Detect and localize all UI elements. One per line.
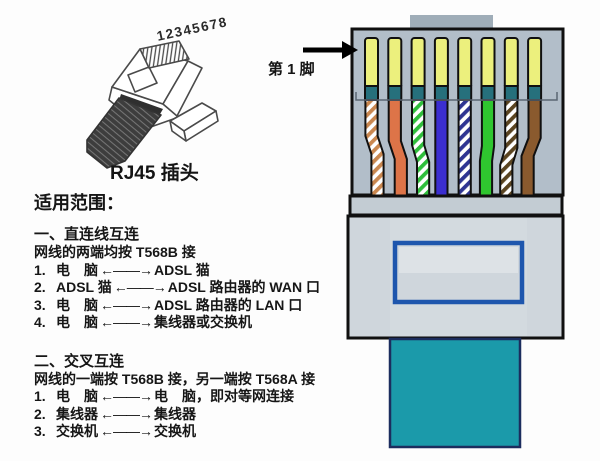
section-heading: 一、直连线互连 — [34, 226, 140, 243]
section-heading: 二、交叉互连 — [34, 352, 125, 370]
pins-and-wires — [364, 37, 543, 197]
wire-blue — [434, 99, 449, 197]
connection-item: 1. 电 脑←——→电 脑，即对等网连接 — [34, 388, 334, 406]
rj45-plug-label: RJ45 插头 — [110, 163, 199, 184]
endpoint-b: ADSL 猫 — [154, 261, 210, 278]
endpoint-a: 集线器 — [56, 405, 98, 422]
endpoint-b: ADSL 路由器的 WAN 口 — [167, 279, 320, 295]
plug-cable — [86, 97, 162, 169]
bidirectional-arrow: ←——→ — [100, 405, 153, 422]
clip-tab — [410, 15, 493, 30]
item-number: 1. — [34, 388, 46, 404]
connection-item: 2. 集线器←——→集线器 — [34, 406, 334, 424]
item-number: 3. — [34, 423, 46, 439]
connection-item: 1. 电 脑←——→ADSL 猫 — [34, 262, 334, 280]
endpoint-a: ADSL 猫 — [56, 279, 112, 295]
endpoint-a: 电 脑 — [56, 388, 98, 404]
item-number: 2. — [34, 279, 46, 295]
connection-item: 3. 交换机←——→交换机 — [34, 423, 334, 441]
rj45-connector-front-view — [303, 15, 565, 449]
item-number: 4. — [34, 314, 46, 330]
contact-4 — [433, 85, 449, 101]
wire-white-blue — [457, 99, 472, 197]
connection-item: 4. 电 脑←——→集线器或交换机 — [34, 314, 334, 332]
bidirectional-arrow: ←——→ — [100, 423, 153, 439]
endpoint-b: 交换机 — [154, 423, 196, 439]
contact-5 — [457, 85, 473, 101]
crossover-section: 二、交叉互连 网线的一端按 T568B 接，另一端按 T568A 接 1. 电 脑… — [34, 353, 334, 441]
endpoint-a: 电 脑 — [56, 296, 98, 313]
pin-1 — [364, 37, 379, 89]
item-number: 3. — [34, 296, 46, 313]
rj45-plug-sketch — [86, 40, 219, 169]
endpoint-a: 电 脑 — [56, 314, 98, 330]
endpoint-b: 电 脑，即对等网连接 — [154, 388, 294, 404]
boot-window-highlight — [399, 247, 518, 273]
endpoint-b: 集线器 — [154, 405, 196, 422]
section-subheading: 网线的一端按 T568B 接，另一端按 T568A 接 — [34, 370, 316, 387]
item-number: 2. — [34, 405, 46, 422]
contact-7 — [503, 85, 519, 101]
endpoint-a: 电 脑 — [56, 261, 98, 278]
plug-right-face — [162, 60, 203, 117]
pin-3 — [410, 37, 426, 89]
applicable-scope: 适用范围： 一、直连线互连 网线的两端均按 T568B 接 1.电 脑←——→A… — [34, 192, 334, 441]
cable — [388, 337, 522, 449]
bidirectional-arrow: ←——→ — [113, 279, 167, 295]
contact-2 — [387, 85, 403, 101]
section-subheading: 网线的两端均按 T568B 接 — [34, 244, 196, 260]
plug-pin-face — [139, 40, 190, 69]
endpoint-a: 交换机 — [56, 423, 98, 439]
pin-6 — [480, 37, 496, 89]
plug-latch-front — [169, 120, 187, 142]
endpoint-b: 集线器或交换机 — [154, 314, 252, 330]
pin-5 — [457, 37, 473, 89]
boot-window — [392, 240, 525, 305]
pin-7 — [503, 37, 519, 89]
pin-2 — [387, 37, 403, 89]
scope-title: 适用范围： — [34, 193, 124, 213]
connection-item: 2. ADSL 猫←——→ADSL 路由器的 WAN 口 — [34, 279, 334, 297]
pin1-label: 第 1 脚 — [268, 61, 315, 78]
contact-3 — [410, 85, 426, 101]
endpoint-b: ADSL 路由器的 LAN 口 — [154, 296, 303, 313]
wire-green — [478, 99, 496, 197]
contact-6 — [480, 85, 496, 101]
crimp-strip — [348, 194, 564, 217]
bidirectional-arrow: ←——→ — [100, 296, 153, 313]
bidirectional-arrow: ←——→ — [100, 261, 153, 278]
item-number: 1. — [34, 261, 46, 278]
pin1-arrow — [303, 41, 358, 59]
contact-1 — [364, 85, 379, 101]
contact-8 — [527, 85, 543, 101]
straight-through-section: 一、直连线互连 网线的两端均按 T568B 接 1.电 脑←——→ADSL 猫 … — [34, 226, 334, 332]
connection-item: 3. 电 脑←——→ADSL 路由器的 LAN 口 — [34, 297, 334, 315]
pin-8 — [527, 37, 543, 89]
plug-window — [127, 66, 158, 93]
pin-4 — [433, 37, 449, 89]
bidirectional-arrow: ←——→ — [100, 314, 153, 330]
bidirectional-arrow: ←——→ — [100, 388, 153, 404]
retention-bar — [355, 92, 558, 101]
